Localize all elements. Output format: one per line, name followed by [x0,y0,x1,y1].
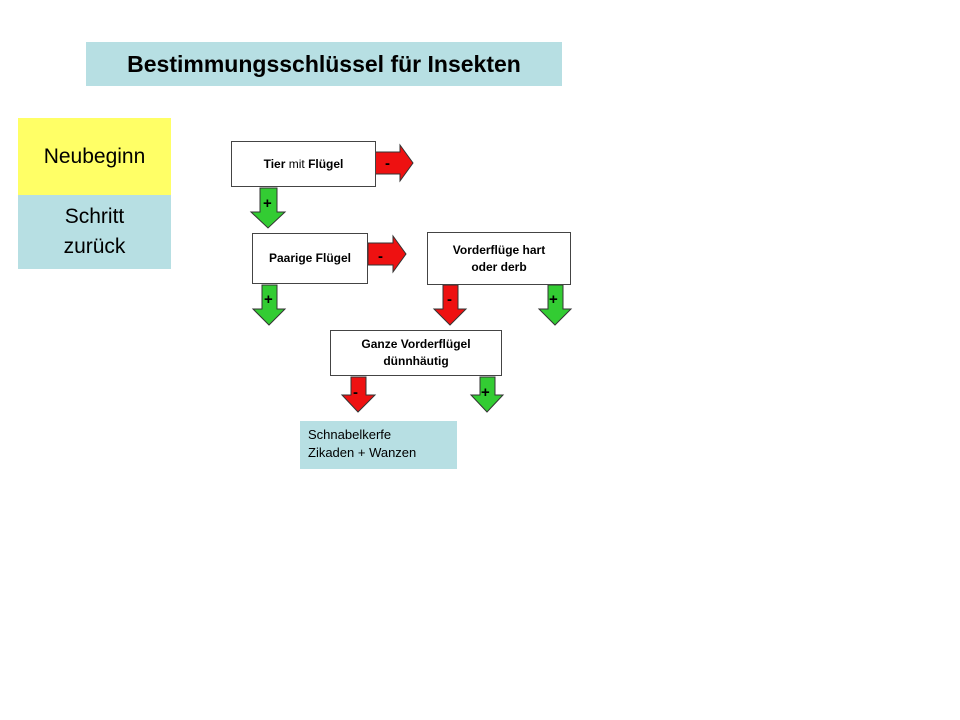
node-animal-with-wings: Tier mit Flügel [231,141,376,187]
step-back-button[interactable]: Schritt zurück [18,195,171,269]
node-forewings-hard: Vorderflüge hart oder derb [427,232,571,285]
no-arrow-paired[interactable]: - [367,234,407,274]
node-text: Paarige Flügel [268,251,352,265]
node-text: dünnhäutig [383,354,449,368]
yes-sign: + [264,291,273,308]
result-box: Schnabelkerfe Zikaden + Wanzen [300,421,457,469]
yes-sign: + [263,195,272,212]
yes-arrow-forewings[interactable]: + [537,284,573,326]
no-arrow-forewings[interactable]: - [432,284,468,326]
no-arrow-wings[interactable]: - [374,143,414,183]
no-sign: - [385,155,390,172]
restart-label: Neubeginn [43,144,146,168]
page-title: Bestimmungsschlüssel für Insekten [86,42,562,86]
result-line1: Schnabelkerfe [308,427,392,442]
node-text: Flügel [308,156,344,171]
node-text: Vorderflüge hart [452,242,546,257]
yes-arrow-whole[interactable]: + [469,376,505,413]
node-text: mit [288,156,305,171]
yes-arrow-paired[interactable]: + [251,284,287,326]
restart-button[interactable]: Neubeginn [18,118,171,195]
step-back-label-line1: Schritt [64,205,125,228]
node-text: Ganze Vorderflügel [361,337,471,351]
yes-sign: + [549,291,558,308]
no-sign: - [447,291,452,308]
yes-arrow-wings[interactable]: + [249,187,287,229]
yes-sign: + [481,384,490,401]
node-text: Tier [263,156,286,171]
no-arrow-whole[interactable]: - [340,376,377,413]
node-whole-forewings-membranous: Ganze Vorderflügel dünnhäutig [330,330,502,376]
node-text: oder derb [471,259,527,274]
result-line2: Zikaden + Wanzen [308,445,417,460]
step-back-label-line2: zurück [63,235,126,258]
no-sign: - [378,248,383,265]
node-paired-wings: Paarige Flügel [252,233,368,284]
no-sign: - [353,384,358,401]
